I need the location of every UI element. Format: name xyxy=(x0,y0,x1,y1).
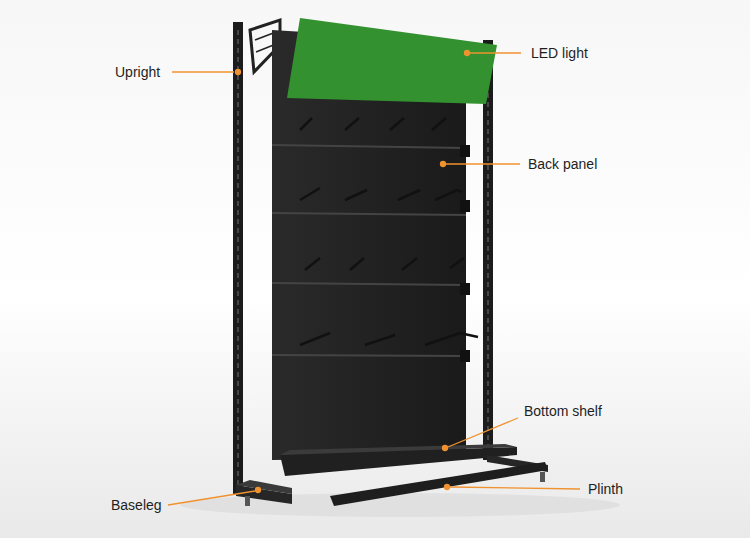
part-label: Upright xyxy=(115,64,160,80)
part-label: LED light xyxy=(531,45,588,61)
part-label: Back panel xyxy=(528,156,597,172)
part-label: Plinth xyxy=(588,481,623,497)
part-label: Baseleg xyxy=(111,497,162,513)
part-label: Bottom shelf xyxy=(524,403,602,419)
